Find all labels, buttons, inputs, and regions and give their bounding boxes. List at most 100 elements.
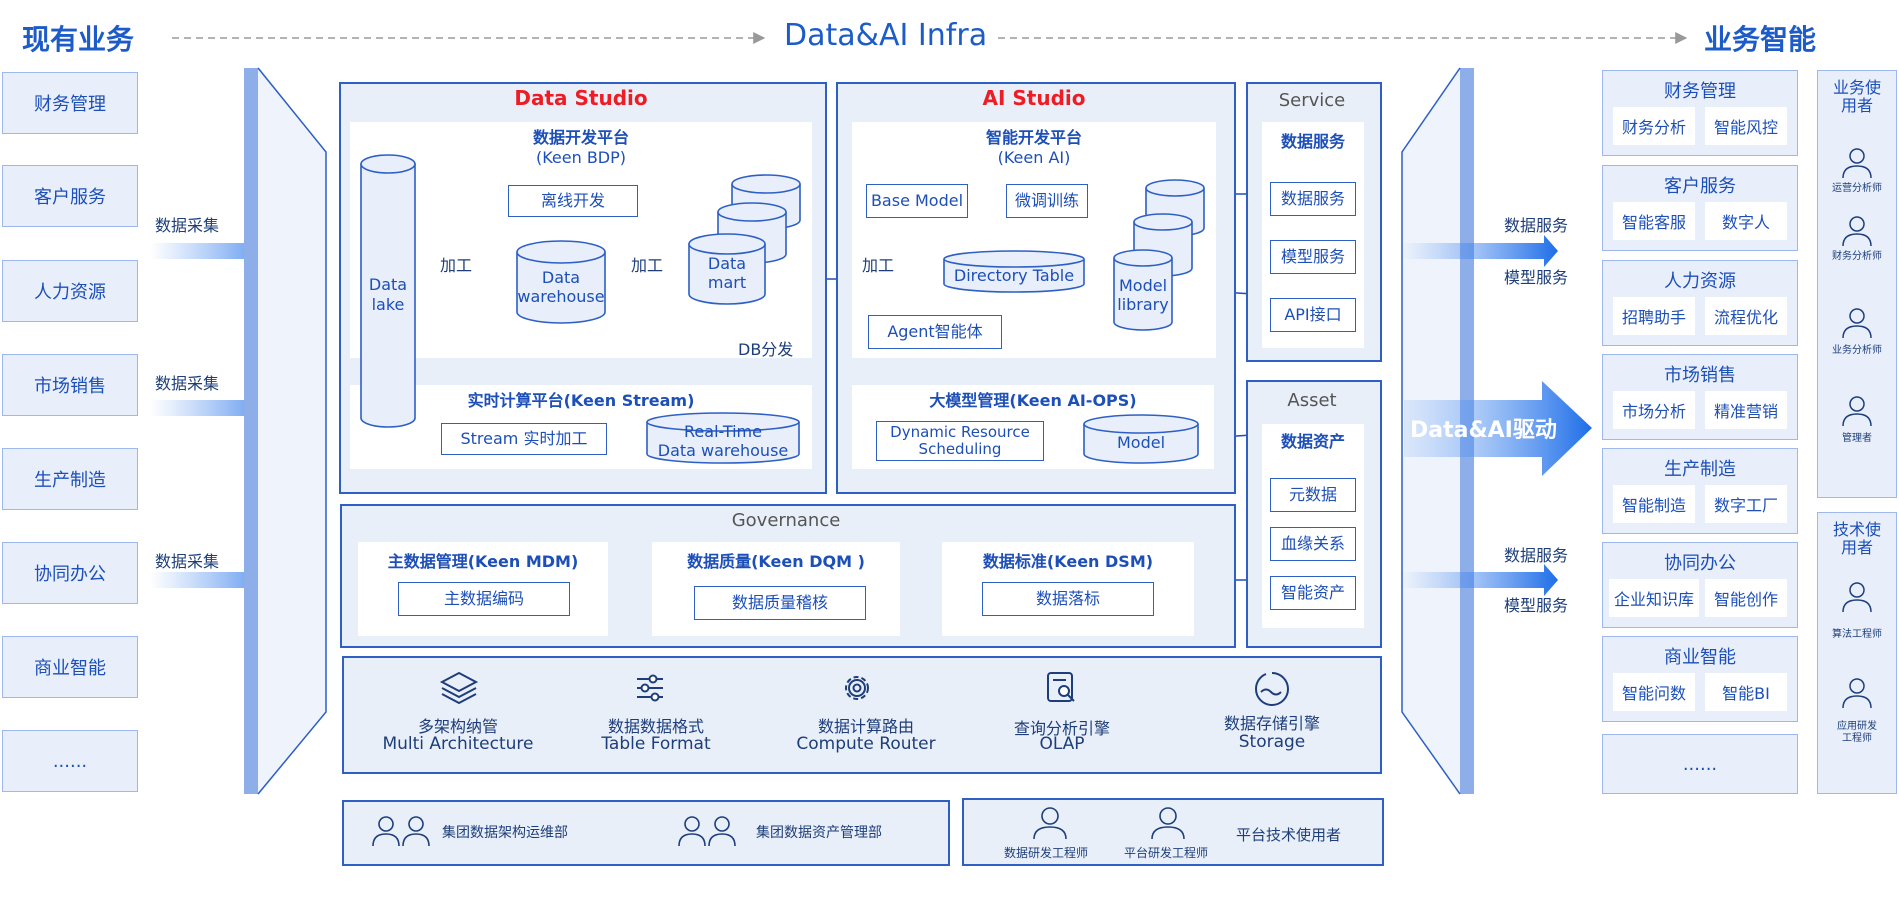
directory-table-label: Directory Table — [953, 265, 1075, 285]
data-lake-label: Data lake — [368, 275, 408, 314]
right-card-sub: 招聘助手 — [1613, 297, 1695, 335]
dqm-item: 数据质量稽核 — [694, 586, 866, 620]
out-label-data-1: 数据服务 — [1504, 216, 1569, 235]
asset-sub: 数据资产 — [1280, 432, 1345, 451]
process-label-3: 加工 — [862, 256, 895, 275]
left-business-finance: 财务管理 — [2, 72, 138, 134]
right-card-title: 生产制造 — [1664, 459, 1736, 480]
out-label-data-2: 数据服务 — [1504, 546, 1569, 565]
left-business-manufacturing: 生产制造 — [2, 448, 138, 510]
tech-role: 应用研发 工程师 — [1837, 721, 1877, 744]
left-business-marketing: 市场销售 — [2, 354, 138, 416]
left-business-hr: 人力资源 — [2, 260, 138, 322]
feature-en-5: Storage — [1238, 732, 1306, 752]
right-card-hr: 人力资源 招聘助手 流程优化 — [1602, 260, 1798, 346]
right-card-sub: 智能风控 — [1705, 107, 1787, 145]
person-icon — [1842, 216, 1872, 247]
right-card-sub: 智能问数 — [1613, 673, 1695, 711]
out-label-model-2: 模型服务 — [1504, 596, 1569, 615]
right-card-title: 市场销售 — [1664, 365, 1736, 386]
dsm-item: 数据落标 — [982, 582, 1154, 616]
person-icon — [1842, 678, 1872, 709]
gear-icon — [845, 676, 869, 700]
feature-en-2: Table Format — [601, 734, 711, 754]
business-users-panel: 业务使 用者 运营分析师 财务分析师 业务分析师 管理者 — [1817, 70, 1897, 498]
bdp-title-1: 数据开发平台 — [532, 128, 629, 147]
person-pair-icon-1 — [372, 816, 430, 847]
rt-dw-label: Real-Time Data warehouse — [657, 421, 789, 460]
service-sub: 数据服务 — [1280, 132, 1345, 151]
model-library-label: Model library — [1117, 275, 1169, 314]
model-library-stack — [1113, 179, 1205, 331]
right-card-sub: 数字人 — [1705, 202, 1787, 240]
dsm-title: 数据标准(Keen DSM) — [982, 552, 1154, 571]
right-card-sub: 智能创作 — [1705, 579, 1787, 617]
asset-item-lineage: 血缘关系 — [1270, 527, 1356, 561]
model-label: Model — [1116, 432, 1166, 452]
aiops-title: 大模型管理(Keen AI-OPS) — [929, 391, 1137, 410]
right-card-sub: 企业知识库 — [1609, 579, 1699, 617]
directory-table-cylinder — [943, 250, 1085, 293]
right-card-sub: 数字工厂 — [1705, 485, 1787, 523]
right-card-title: 协同办公 — [1664, 553, 1736, 574]
service-item-data: 数据服务 — [1270, 182, 1356, 216]
feature-zh-2: 数据数据格式 — [607, 717, 704, 736]
tech-users-panel: 技术使 用者 算法工程师 应用研发 工程师 — [1817, 512, 1897, 794]
rt-dw-cylinder — [646, 412, 800, 464]
ai-studio-title: AI Studio — [982, 86, 1086, 110]
person-icon — [1842, 582, 1872, 613]
business-role: 管理者 — [1842, 433, 1872, 444]
header-right: 业务智能 — [1704, 23, 1817, 56]
data-lake-cylinder — [360, 154, 416, 428]
bdp-title-2: (Keen BDP) — [535, 148, 627, 167]
data-warehouse-cylinder — [516, 240, 606, 324]
eng1-label: 数据研发工程师 — [1004, 846, 1089, 860]
feature-en-1: Multi Architecture — [382, 734, 534, 754]
feature-en-3: Compute Router — [796, 734, 936, 754]
left-business-office: 协同办公 — [2, 542, 138, 604]
db-dist-label: DB分发 — [738, 340, 794, 359]
data-warehouse-label: Data warehouse — [517, 267, 605, 306]
right-card-marketing: 市场销售 市场分析 精准营销 — [1602, 354, 1798, 440]
asset-item-smart: 智能资产 — [1270, 576, 1356, 610]
governance-title: Governance — [731, 510, 841, 531]
right-card-manufacturing: 生产制造 智能制造 数字工厂 — [1602, 448, 1798, 534]
feature-zh-5: 数据存储引擎 — [1223, 714, 1320, 733]
service-title: Service — [1278, 90, 1346, 111]
ingest-label-1: 数据采集 — [155, 216, 220, 235]
feature-zh-4: 查询分析引擎 — [1013, 719, 1110, 738]
header-center: Data&AI Infra — [784, 18, 988, 53]
right-card-sub: 智能制造 — [1613, 485, 1695, 523]
stream-title: 实时计算平台(Keen Stream) — [467, 391, 695, 410]
ingest-label-3: 数据采集 — [155, 552, 220, 571]
layers-icon — [439, 671, 479, 705]
stream-process-box: Stream 实时加工 — [441, 423, 607, 455]
right-card-sub: 智能BI — [1705, 673, 1787, 711]
drive-label: Data&AI驱动 — [1410, 418, 1557, 443]
header-left: 现有业务 — [22, 23, 135, 56]
business-role: 业务分析师 — [1832, 345, 1882, 356]
right-card-sub: 智能客服 — [1613, 202, 1695, 240]
base-model-box: Base Model — [866, 184, 968, 218]
right-card-sub: 精准营销 — [1705, 391, 1787, 429]
service-item-api: API接口 — [1270, 298, 1356, 332]
engineer-icon-2 — [1151, 807, 1185, 840]
data-mart-stack — [688, 174, 801, 305]
business-role: 运营分析师 — [1832, 183, 1882, 194]
org-box — [342, 800, 950, 866]
engineer-icon-1 — [1033, 807, 1067, 840]
person-pair-icon-2 — [678, 816, 736, 847]
tech-role: 算法工程师 — [1832, 629, 1882, 640]
right-card-title: 商业智能 — [1664, 647, 1736, 668]
data-studio-title: Data Studio — [514, 86, 648, 110]
model-cylinder — [1083, 414, 1199, 464]
person-icon — [1842, 396, 1872, 427]
search-document-icon — [1047, 672, 1075, 702]
sliders-icon — [637, 674, 663, 702]
org2-label: 集团数据资产管理部 — [756, 825, 882, 841]
offline-dev-box: 离线开发 — [508, 185, 638, 217]
left-business-more: ...... — [2, 730, 138, 792]
service-item-model: 模型服务 — [1270, 240, 1356, 274]
business-role: 财务分析师 — [1832, 251, 1882, 262]
